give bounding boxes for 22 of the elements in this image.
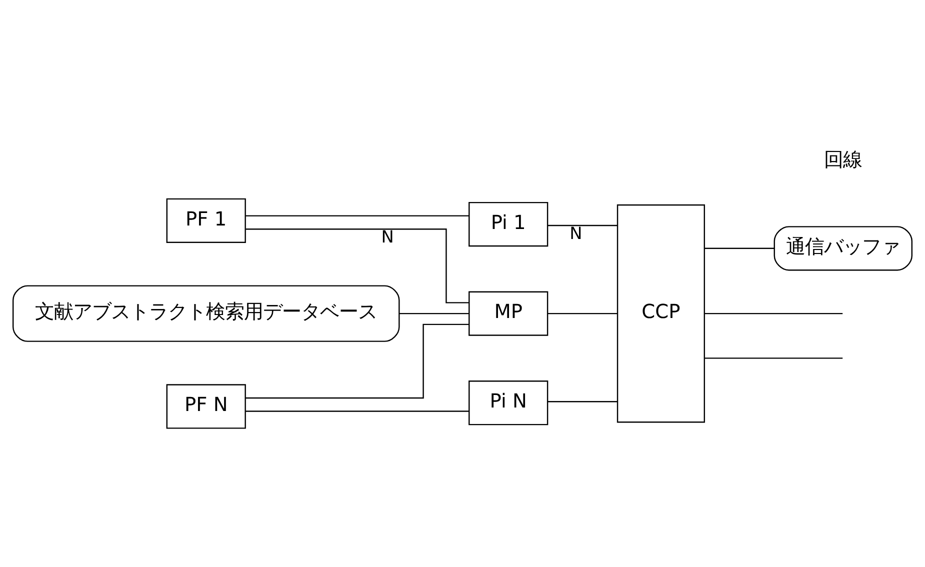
connector — [704, 357, 843, 358]
node-box: Pi 1 — [468, 201, 548, 246]
connector — [704, 247, 774, 249]
connector — [548, 312, 618, 314]
connector — [548, 400, 618, 402]
node-box: CCP — [616, 204, 705, 422]
connector — [548, 224, 618, 226]
edge-label: N — [570, 222, 582, 242]
node-box: 通信バッファ — [774, 226, 913, 270]
node-box: PF 1 — [166, 198, 246, 242]
connector — [245, 323, 469, 398]
connector — [246, 410, 469, 412]
node-box: 文献アブストラクト検索用データベース — [12, 284, 400, 342]
node-box: PF N — [166, 384, 246, 428]
connector — [399, 312, 469, 314]
edge-label: N — [381, 226, 394, 246]
node-box: Pi N — [468, 380, 548, 425]
connector — [246, 228, 469, 303]
connector — [246, 214, 469, 216]
node-box: MP — [468, 290, 548, 336]
label: 回線 — [824, 148, 862, 171]
connector — [704, 312, 843, 314]
